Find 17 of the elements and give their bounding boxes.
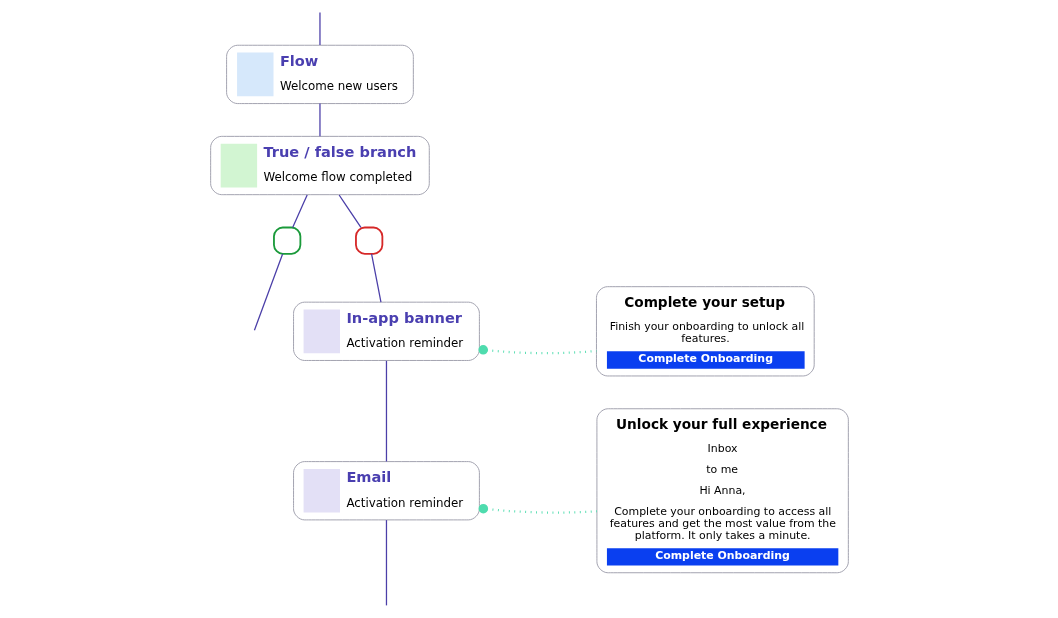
connector: [338, 194, 362, 229]
node-box: [354, 226, 383, 255]
node-box: Email Activation reminder: [292, 461, 480, 521]
node-box: Complete your setup Finish your onboarding to unlock all features. Complete Onboarding: [595, 286, 815, 377]
connector: [385, 519, 387, 607]
node-box: True / false branch Welcome flow completed: [209, 135, 430, 196]
node-box: [272, 226, 301, 255]
node-box: Flow Welcome new users: [225, 44, 414, 105]
connector: [291, 194, 308, 229]
connector: [318, 11, 321, 46]
node-box: Unlock your full experience Inbox to me Hi Anna, Complete your onboarding to access all features and get the most value from the platform. It only takes a minute. Complete Onboarding: [595, 408, 849, 574]
connector: [385, 360, 387, 463]
node-box: In-app banner Activation reminder: [292, 301, 480, 361]
connector: [318, 102, 321, 137]
connector: [478, 503, 597, 514]
connector: [370, 253, 382, 303]
connector: [253, 253, 283, 331]
